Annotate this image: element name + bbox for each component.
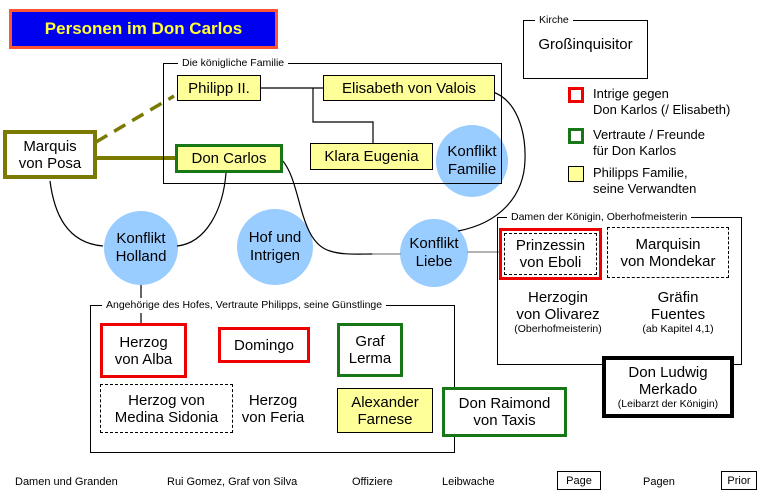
legend-swatch-red-outline	[568, 87, 584, 103]
line-doncarlos-konflikt-liebe	[281, 159, 374, 255]
node-herzog-von-feria: Herzog von Feria	[241, 392, 305, 426]
group-damen-der-koenigin: Damen der Königin, Oberhofmeisterin	[497, 210, 742, 365]
group-royal-family: Die königliche Familie	[163, 56, 502, 184]
node-elisabeth: Elisabeth von Valois	[323, 75, 495, 101]
line-posa-philipp-dashed	[95, 94, 175, 144]
legend-text-intrige: Intrige gegen Don Karlos (/ Elisabeth)	[593, 86, 731, 117]
footer-leibwache: Leibwache	[442, 476, 495, 488]
legend-item-vertraute: Vertraute / Freunde für Don Karlos	[568, 127, 705, 158]
node-don-raimond-von-taxis: Don Raimond von Taxis	[442, 387, 567, 437]
conflict-circle-liebe: Konflikt Liebe	[400, 219, 468, 287]
group-hof-label: Angehörige des Hofes, Vertraute Philipps…	[102, 298, 387, 313]
line-doncarlos-konflikt-holland	[176, 172, 227, 247]
footer-offiziere: Offiziere	[352, 476, 393, 488]
node-marquis-von-posa: Marquis von Posa	[3, 130, 97, 179]
node-alexander-farnese: Alexander Farnese	[337, 388, 433, 433]
conflict-circle-holland: Konflikt Holland	[104, 211, 178, 285]
group-kirche: Kirche Großinquisitor	[523, 13, 648, 79]
node-graf-lerma: Graf Lerma	[337, 323, 403, 377]
node-don-carlos: Don Carlos	[175, 144, 283, 173]
node-klara-eugenia: Klara Eugenia	[310, 143, 433, 170]
legend-item-intrige: Intrige gegen Don Karlos (/ Elisabeth)	[568, 86, 730, 117]
line-parents-klara	[312, 88, 374, 144]
footer-page-box: Page	[557, 471, 601, 490]
node-elisabeth-label: Elisabeth von Valois	[342, 79, 476, 97]
node-philipp-label: Philipp II.	[188, 79, 250, 97]
node-philipp: Philipp II.	[177, 75, 261, 101]
group-royal-family-label: Die königliche Familie	[178, 56, 289, 71]
node-grossinquisitor: Großinquisitor	[538, 36, 633, 53]
conflict-hof-line2: Intrigen	[249, 247, 301, 264]
conflict-circle-hof-intrigen: Hof und Intrigen	[237, 209, 313, 285]
footer-damen-und-granden: Damen und Granden	[15, 476, 118, 488]
group-damen-label: Damen der Königin, Oberhofmeisterin	[507, 210, 692, 225]
conflict-liebe-line1: Konflikt	[409, 235, 459, 252]
node-graefin-fuentes: Gräfin Fuentes (ab Kapitel 4,1)	[642, 288, 714, 335]
conflict-hof-line1: Hof und	[248, 229, 302, 246]
legend-item-familie: Philipps Familie, seine Verwandten	[568, 165, 696, 196]
group-angehoerige-des-hofes: Angehörige des Hofes, Vertraute Philipps…	[90, 298, 455, 453]
footer-pagen: Pagen	[643, 476, 675, 488]
conflict-holland-line2: Holland	[115, 248, 167, 265]
node-don-carlos-label: Don Carlos	[191, 150, 267, 167]
conflict-familie-line1: Konflikt	[447, 143, 497, 160]
line-posa-konflikt-holland	[49, 180, 104, 247]
conflict-circle-familie: Konflikt Familie	[436, 125, 508, 197]
node-prinzessin-von-eboli: Prinzessin von Eboli	[499, 228, 602, 280]
node-klara-label: Klara Eugenia	[324, 148, 419, 165]
node-don-ludwig-merkado: Don Ludwig Merkado (Leibarzt der Königin…	[602, 356, 734, 418]
title-box: Personen im Don Carlos	[9, 9, 278, 49]
node-herzog-von-alba: Herzog von Alba	[100, 323, 187, 378]
legend-swatch-green-outline	[568, 128, 584, 144]
footer-prior-box: Prior	[721, 471, 757, 490]
legend-swatch-yellow-fill	[568, 166, 584, 182]
conflict-familie-line2: Familie	[447, 161, 497, 178]
node-herzogin-von-olivarez: Herzogin von Olivarez (Oberhofmeisterin)	[514, 288, 602, 335]
node-domingo: Domingo	[218, 327, 310, 363]
line-elisabeth-konflikt-liebe	[457, 91, 526, 232]
node-herzog-von-medina-sidonia: Herzog von Medina Sidonia	[100, 384, 233, 433]
conflict-liebe-line2: Liebe	[415, 253, 453, 270]
legend-text-familie: Philipps Familie, seine Verwandten	[593, 165, 697, 196]
node-marquisin-von-mondekar: Marquisin von Mondekar	[607, 227, 729, 278]
group-kirche-label: Kirche	[535, 13, 573, 28]
page-title: Personen im Don Carlos	[44, 19, 243, 38]
legend-text-vertraute: Vertraute / Freunde für Don Karlos	[593, 127, 706, 158]
footer-rui-gomez: Rui Gomez, Graf von Silva	[167, 476, 298, 488]
conflict-holland-line1: Konflikt	[116, 230, 166, 247]
